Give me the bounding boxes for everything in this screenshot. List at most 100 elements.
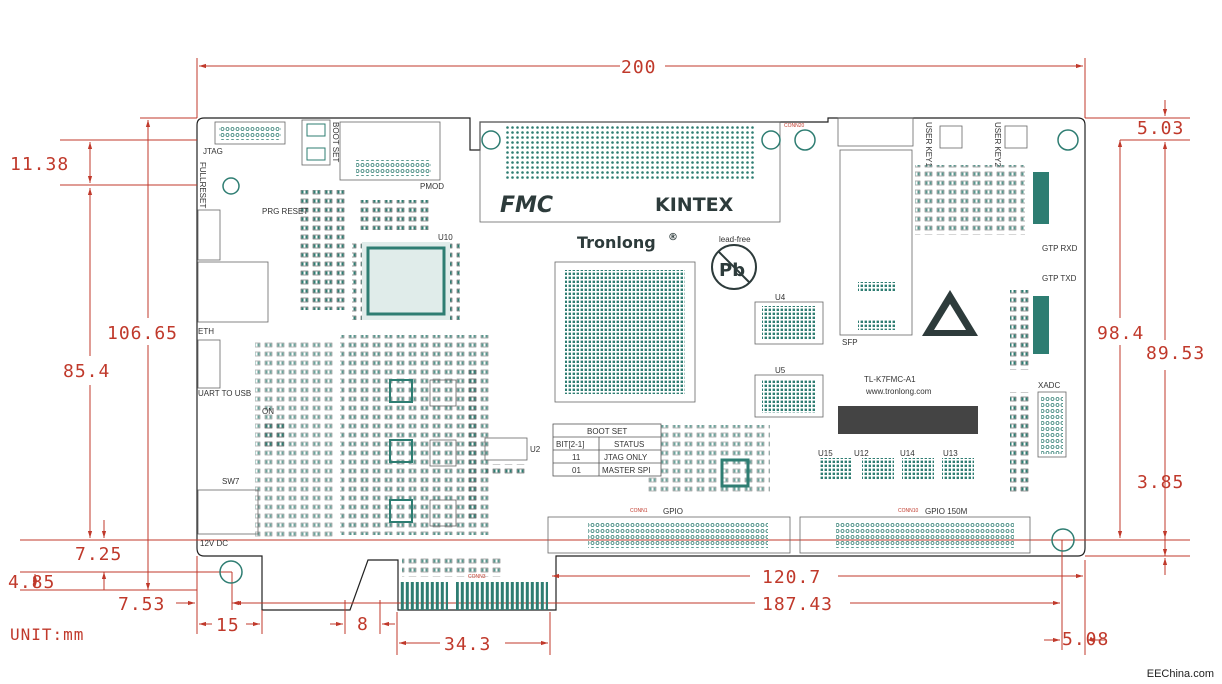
boot-table-cell: JTAG ONLY	[604, 453, 648, 462]
u10-label: U10	[438, 233, 453, 242]
mounting-hole-h4	[1057, 129, 1079, 151]
gpio-header: GPIO CONN1	[547, 507, 791, 554]
conn1-label: CONN1	[630, 508, 648, 514]
sfp-cage: SFP	[837, 117, 914, 347]
boot-table-header-bit: BIT[2-1]	[556, 440, 584, 449]
boot-set-label: BOOT SET	[331, 122, 340, 162]
u5-label: U5	[775, 366, 786, 375]
key-passives	[915, 165, 1025, 235]
conn20-label: CONN20	[784, 123, 805, 129]
kintex-logo: KINTEX	[655, 194, 734, 216]
u4-label: U4	[775, 293, 786, 302]
center-passives	[645, 425, 770, 495]
ddr-chip-u5: U5	[754, 366, 824, 418]
dim-120-7: 120.7	[762, 567, 821, 588]
dim-3-85: 3.85	[1137, 472, 1184, 493]
left-side: FULLRESET PRG RESET ETH UART TO USB ON S…	[197, 162, 308, 548]
gtp-txd-label: GTP TXD	[1042, 274, 1077, 283]
edge-connector: CONN3	[400, 555, 548, 610]
boot-set-table: BOOT SET BIT[2-1] STATUS 11 JTAG ONLY 01…	[552, 423, 662, 477]
brand-name: Tronlong	[577, 233, 656, 252]
fmc-connector: FMC KINTEX CONN20	[479, 121, 805, 223]
dim-7-53: 7.53	[118, 594, 165, 615]
u2-label: U2	[530, 445, 541, 454]
xadc-header: XADC	[1037, 381, 1067, 458]
mounting-hole-h6	[794, 129, 816, 151]
dimension-texts: 200 5.03 11.38 106.65 85.4 7.25 4.85 7.5…	[8, 57, 1205, 655]
u12-label: U12	[854, 449, 869, 458]
boot-table-cell: 01	[572, 466, 581, 475]
user-keys: USER KEY1 USER KEY2	[924, 122, 1028, 167]
lead-free-logo: Pb lead-free	[711, 235, 757, 290]
uart-to-usb-label: UART TO USB	[198, 389, 251, 398]
user-key2-label: USER KEY2	[993, 122, 1002, 167]
dim-5-08: 5.08	[1062, 629, 1109, 650]
dim-106-65: 106.65	[107, 323, 178, 344]
fpga-bga	[554, 261, 696, 403]
eth-label: ETH	[198, 327, 214, 336]
dim-89-53: 89.53	[1146, 343, 1205, 364]
dc12v-label: 12V DC	[200, 539, 228, 548]
lead-free-text: lead-free	[719, 235, 751, 244]
gpio-150m-header: GPIO 150M CONN10	[799, 507, 1031, 554]
xadc-label: XADC	[1038, 381, 1060, 390]
chip-u2: U2	[484, 437, 541, 474]
boot-switch: BOOT SET	[301, 119, 340, 166]
watermark: EEChina.com	[1146, 668, 1214, 680]
model-name: TL-K7FMC-A1	[864, 375, 916, 384]
gtp-txd-connector: GTP TXD	[1033, 274, 1077, 354]
dim-11-38: 11.38	[10, 154, 69, 175]
gtp-passives	[1010, 290, 1030, 370]
prg-reset-label: PRG RESET	[262, 207, 308, 216]
boot-table-cell: MASTER SPI	[602, 466, 650, 475]
u14-label: U14	[900, 449, 915, 458]
chip-qfn	[720, 458, 750, 488]
mounting-hole-h1	[219, 560, 243, 584]
dim-85-4: 85.4	[63, 361, 110, 382]
dim-187-43: 187.43	[762, 594, 833, 615]
xadc-passives	[1010, 392, 1032, 492]
pb-text: Pb	[719, 260, 745, 281]
brand-registered: ®	[668, 232, 678, 243]
boot-table-title: BOOT SET	[587, 427, 627, 436]
user-key1-label: USER KEY1	[924, 122, 933, 167]
sfp-label: SFP	[842, 338, 858, 347]
conn3-label: CONN3	[468, 574, 486, 580]
power-section	[340, 335, 490, 535]
dim-15: 15	[216, 615, 240, 636]
buffer-chips: U15 U12 U14 U13	[818, 449, 974, 480]
dim-200: 200	[621, 57, 657, 78]
passives-cluster-2	[360, 200, 432, 230]
passives-cluster-1	[300, 190, 348, 310]
fullreset-label: FULLRESET	[198, 162, 207, 208]
ddr-chip-u4: U4	[754, 293, 824, 345]
dim-8: 8	[357, 614, 369, 635]
on-label: ON	[262, 407, 274, 416]
inductors	[389, 370, 480, 527]
dim-98-4: 98.4	[1097, 323, 1144, 344]
dim-4-85: 4.85	[8, 572, 55, 593]
dim-5-03: 5.03	[1137, 118, 1184, 139]
jtag-header: JTAG	[203, 121, 286, 156]
chip-u10: U10	[352, 233, 460, 320]
tronlong-brand: Tronlong ®	[577, 232, 678, 252]
mounting-hole-h5	[1051, 528, 1075, 552]
u13-label: U13	[943, 449, 958, 458]
boot-table-cell: 11	[572, 453, 581, 462]
boot-table-header-status: STATUS	[614, 440, 644, 449]
pmod-connector: PMOD	[339, 121, 444, 191]
dim-34-3: 34.3	[444, 634, 491, 655]
gtp-rxd-label: GTP RXD	[1042, 244, 1078, 253]
pmod-label: PMOD	[420, 182, 444, 191]
unit-label: UNIT:mm	[10, 625, 84, 644]
conn10-label: CONN10	[898, 508, 919, 514]
fmc-logo: FMC	[500, 193, 553, 218]
u15-label: U15	[818, 449, 833, 458]
mounting-hole-h2	[222, 177, 240, 195]
dim-7-25: 7.25	[75, 544, 122, 565]
label-area	[838, 406, 978, 434]
gpio-150m-label: GPIO 150M	[925, 507, 968, 516]
gpio-label: GPIO	[663, 507, 683, 516]
esd-warning-icon	[922, 290, 978, 336]
